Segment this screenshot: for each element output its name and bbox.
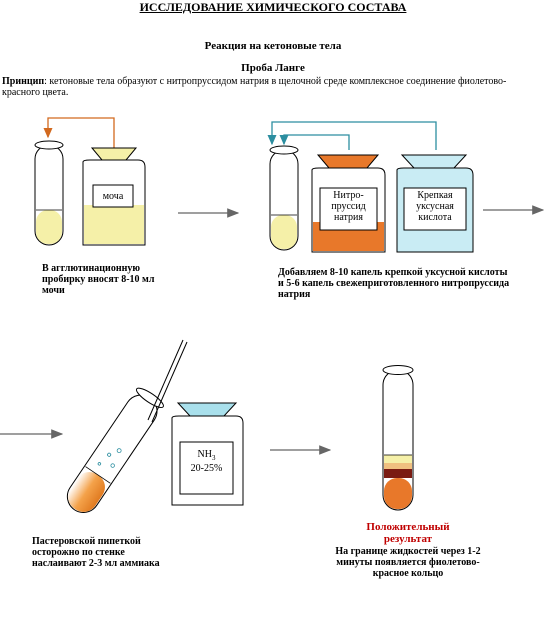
test-name: Проба Ланге bbox=[241, 62, 305, 74]
acetic-jar-label: Крепкая уксусная кислота bbox=[416, 190, 454, 223]
urine-jar bbox=[82, 147, 146, 246]
ammonia-subscript: 3 bbox=[211, 454, 216, 462]
pour-arrow-urine bbox=[43, 117, 115, 152]
result-description: На границе жидкостей через 1-2 минуты по… bbox=[335, 546, 481, 579]
acetic-acid-jar bbox=[396, 154, 474, 253]
pour-arrow-nitroprusside bbox=[279, 134, 350, 150]
step1-caption: В агглютинационную пробирку вносят 8-10 … bbox=[42, 263, 155, 296]
step2-caption: Добавляем 8-10 капель крепкой уксусной к… bbox=[278, 267, 510, 300]
reaction-title: Реакция на кетоновые тела bbox=[204, 40, 342, 52]
step3-caption: Пастеровской пипеткой осторожно по стенк… bbox=[32, 536, 160, 569]
tilted-test-tube bbox=[66, 387, 164, 513]
principle-label: Принцип bbox=[2, 76, 45, 87]
principle-text: : кетоновые тела образуют с нитропруссид… bbox=[2, 76, 507, 98]
test-tube-urine bbox=[34, 140, 64, 246]
ammonia-formula: NH bbox=[197, 449, 212, 460]
urine-jar-label: моча bbox=[102, 191, 124, 202]
result-title: Положительный результат bbox=[366, 521, 450, 545]
pour-arrow-acetic bbox=[267, 121, 437, 150]
principle-paragraph: Принцип: кетоновые тела образуют с нитро… bbox=[2, 76, 522, 98]
test-tube-step2 bbox=[269, 145, 299, 251]
nitroprusside-jar bbox=[311, 154, 386, 253]
nitroprusside-jar-label: Нитро-пруссид натрия bbox=[331, 190, 366, 223]
page-header: ИССЛЕДОВАНИЕ ХИМИЧЕСКОГО СОСТАВА bbox=[139, 0, 407, 14]
ammonia-concentration: 20-25% bbox=[190, 462, 223, 474]
pasteur-pipette bbox=[147, 339, 188, 423]
ammonia-jar bbox=[171, 402, 244, 506]
result-test-tube bbox=[382, 365, 414, 511]
